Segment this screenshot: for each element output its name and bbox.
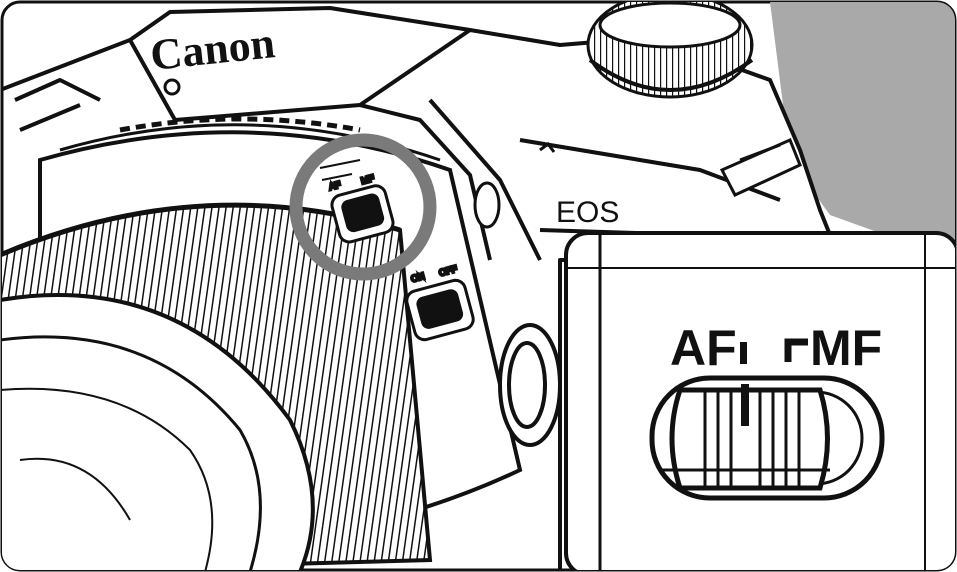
switch-slider	[660, 384, 830, 488]
switch-inset: AF MF	[566, 233, 957, 572]
mf-label: MF	[810, 320, 882, 376]
model-logo: EOS	[556, 196, 619, 229]
mode-dial	[588, 0, 752, 97]
af-label: AF	[670, 320, 737, 376]
lens-release-button	[500, 325, 560, 445]
slider-indicator	[741, 384, 749, 426]
af-tick	[740, 342, 747, 364]
